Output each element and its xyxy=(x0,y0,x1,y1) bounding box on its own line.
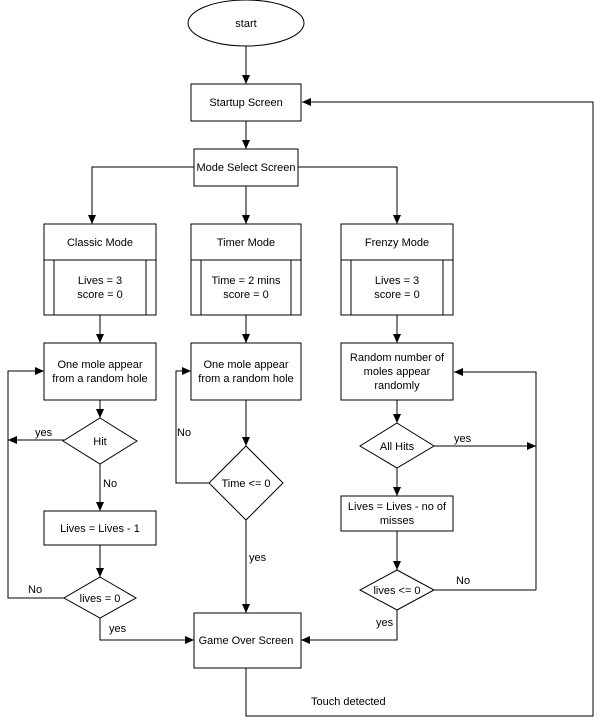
time-check-decision: Time <= 0 xyxy=(208,445,284,521)
edge-label: Touch detected xyxy=(311,696,386,708)
mode-select-node: Mode Select Screen xyxy=(193,148,299,187)
hit-decision: Hit xyxy=(62,417,138,465)
frenzy-moles-label: randomly xyxy=(374,380,420,392)
timer-mode-node: Timer Mode Time = 2 mins score = 0 xyxy=(190,223,302,316)
timer-mode-var: Time = 2 mins xyxy=(212,275,281,287)
startup-screen-node: Startup Screen xyxy=(190,83,302,122)
edge-label: No xyxy=(177,427,191,439)
frenzy-lives-check-label: lives <= 0 xyxy=(373,585,420,597)
edge-label: No xyxy=(456,575,470,587)
edge-label: No xyxy=(28,584,42,596)
classic-lives-check-label: lives = 0 xyxy=(80,593,121,605)
lives-decrement-node: Lives = Lives - 1 xyxy=(43,510,157,546)
edge-label: yes xyxy=(454,433,472,445)
game-over-node: Game Over Screen xyxy=(193,612,302,669)
frenzy-moles-label: Random number of xyxy=(350,352,445,364)
startup-screen-label: Startup Screen xyxy=(209,97,282,109)
timer-mode-var: score = 0 xyxy=(223,289,269,301)
start-label: start xyxy=(235,18,256,30)
frenzy-mode-var: score = 0 xyxy=(374,289,420,301)
edge-label: yes xyxy=(35,427,53,439)
frenzy-mode-title: Frenzy Mode xyxy=(365,237,429,249)
timer-mole-label: from a random hole xyxy=(198,373,293,385)
frenzy-lives-node: Lives = Lives - no of misses xyxy=(340,495,454,532)
classic-lives-check-decision: lives = 0 xyxy=(62,576,138,619)
timer-mole-label: One mole appear xyxy=(204,359,289,371)
mode-select-label: Mode Select Screen xyxy=(196,162,295,174)
edge-labels: yes No No yes yes No yes No yes Touch de… xyxy=(28,427,472,708)
edge-label: No xyxy=(103,478,117,490)
classic-mole-label: One mole appear xyxy=(58,359,143,371)
all-hits-label: All Hits xyxy=(380,441,415,453)
game-over-label: Game Over Screen xyxy=(199,635,294,647)
frenzy-lives-check-decision: lives <= 0 xyxy=(358,569,436,611)
lives-decrement-label: Lives = Lives - 1 xyxy=(60,523,140,535)
time-check-label: Time <= 0 xyxy=(221,478,270,490)
frenzy-moles-node: Random number of moles appear randomly xyxy=(340,342,454,401)
frenzy-lives-label: misses xyxy=(380,515,415,527)
timer-mode-title: Timer Mode xyxy=(217,237,275,249)
frenzy-mode-node: Frenzy Mode Lives = 3 score = 0 xyxy=(340,223,454,316)
edge-label: yes xyxy=(109,623,127,635)
frenzy-moles-label: moles appear xyxy=(364,366,431,378)
classic-mode-var: Lives = 3 xyxy=(78,275,122,287)
classic-mode-node: Classic Mode Lives = 3 score = 0 xyxy=(43,223,157,316)
classic-mode-title: Classic Mode xyxy=(67,237,133,249)
all-hits-decision: All Hits xyxy=(359,422,435,469)
edge-label: yes xyxy=(376,617,394,629)
edge-label: yes xyxy=(249,552,267,564)
frenzy-mode-var: Lives = 3 xyxy=(375,275,419,287)
hit-label: Hit xyxy=(93,436,106,448)
frenzy-lives-label: Lives = Lives - no of xyxy=(348,501,447,513)
timer-mole-node: One mole appear from a random hole xyxy=(190,342,302,401)
classic-mode-var: score = 0 xyxy=(77,289,123,301)
start-node: start xyxy=(187,0,305,47)
classic-mole-node: One mole appear from a random hole xyxy=(43,342,157,401)
classic-mole-label: from a random hole xyxy=(52,373,147,385)
connectors xyxy=(7,46,594,717)
